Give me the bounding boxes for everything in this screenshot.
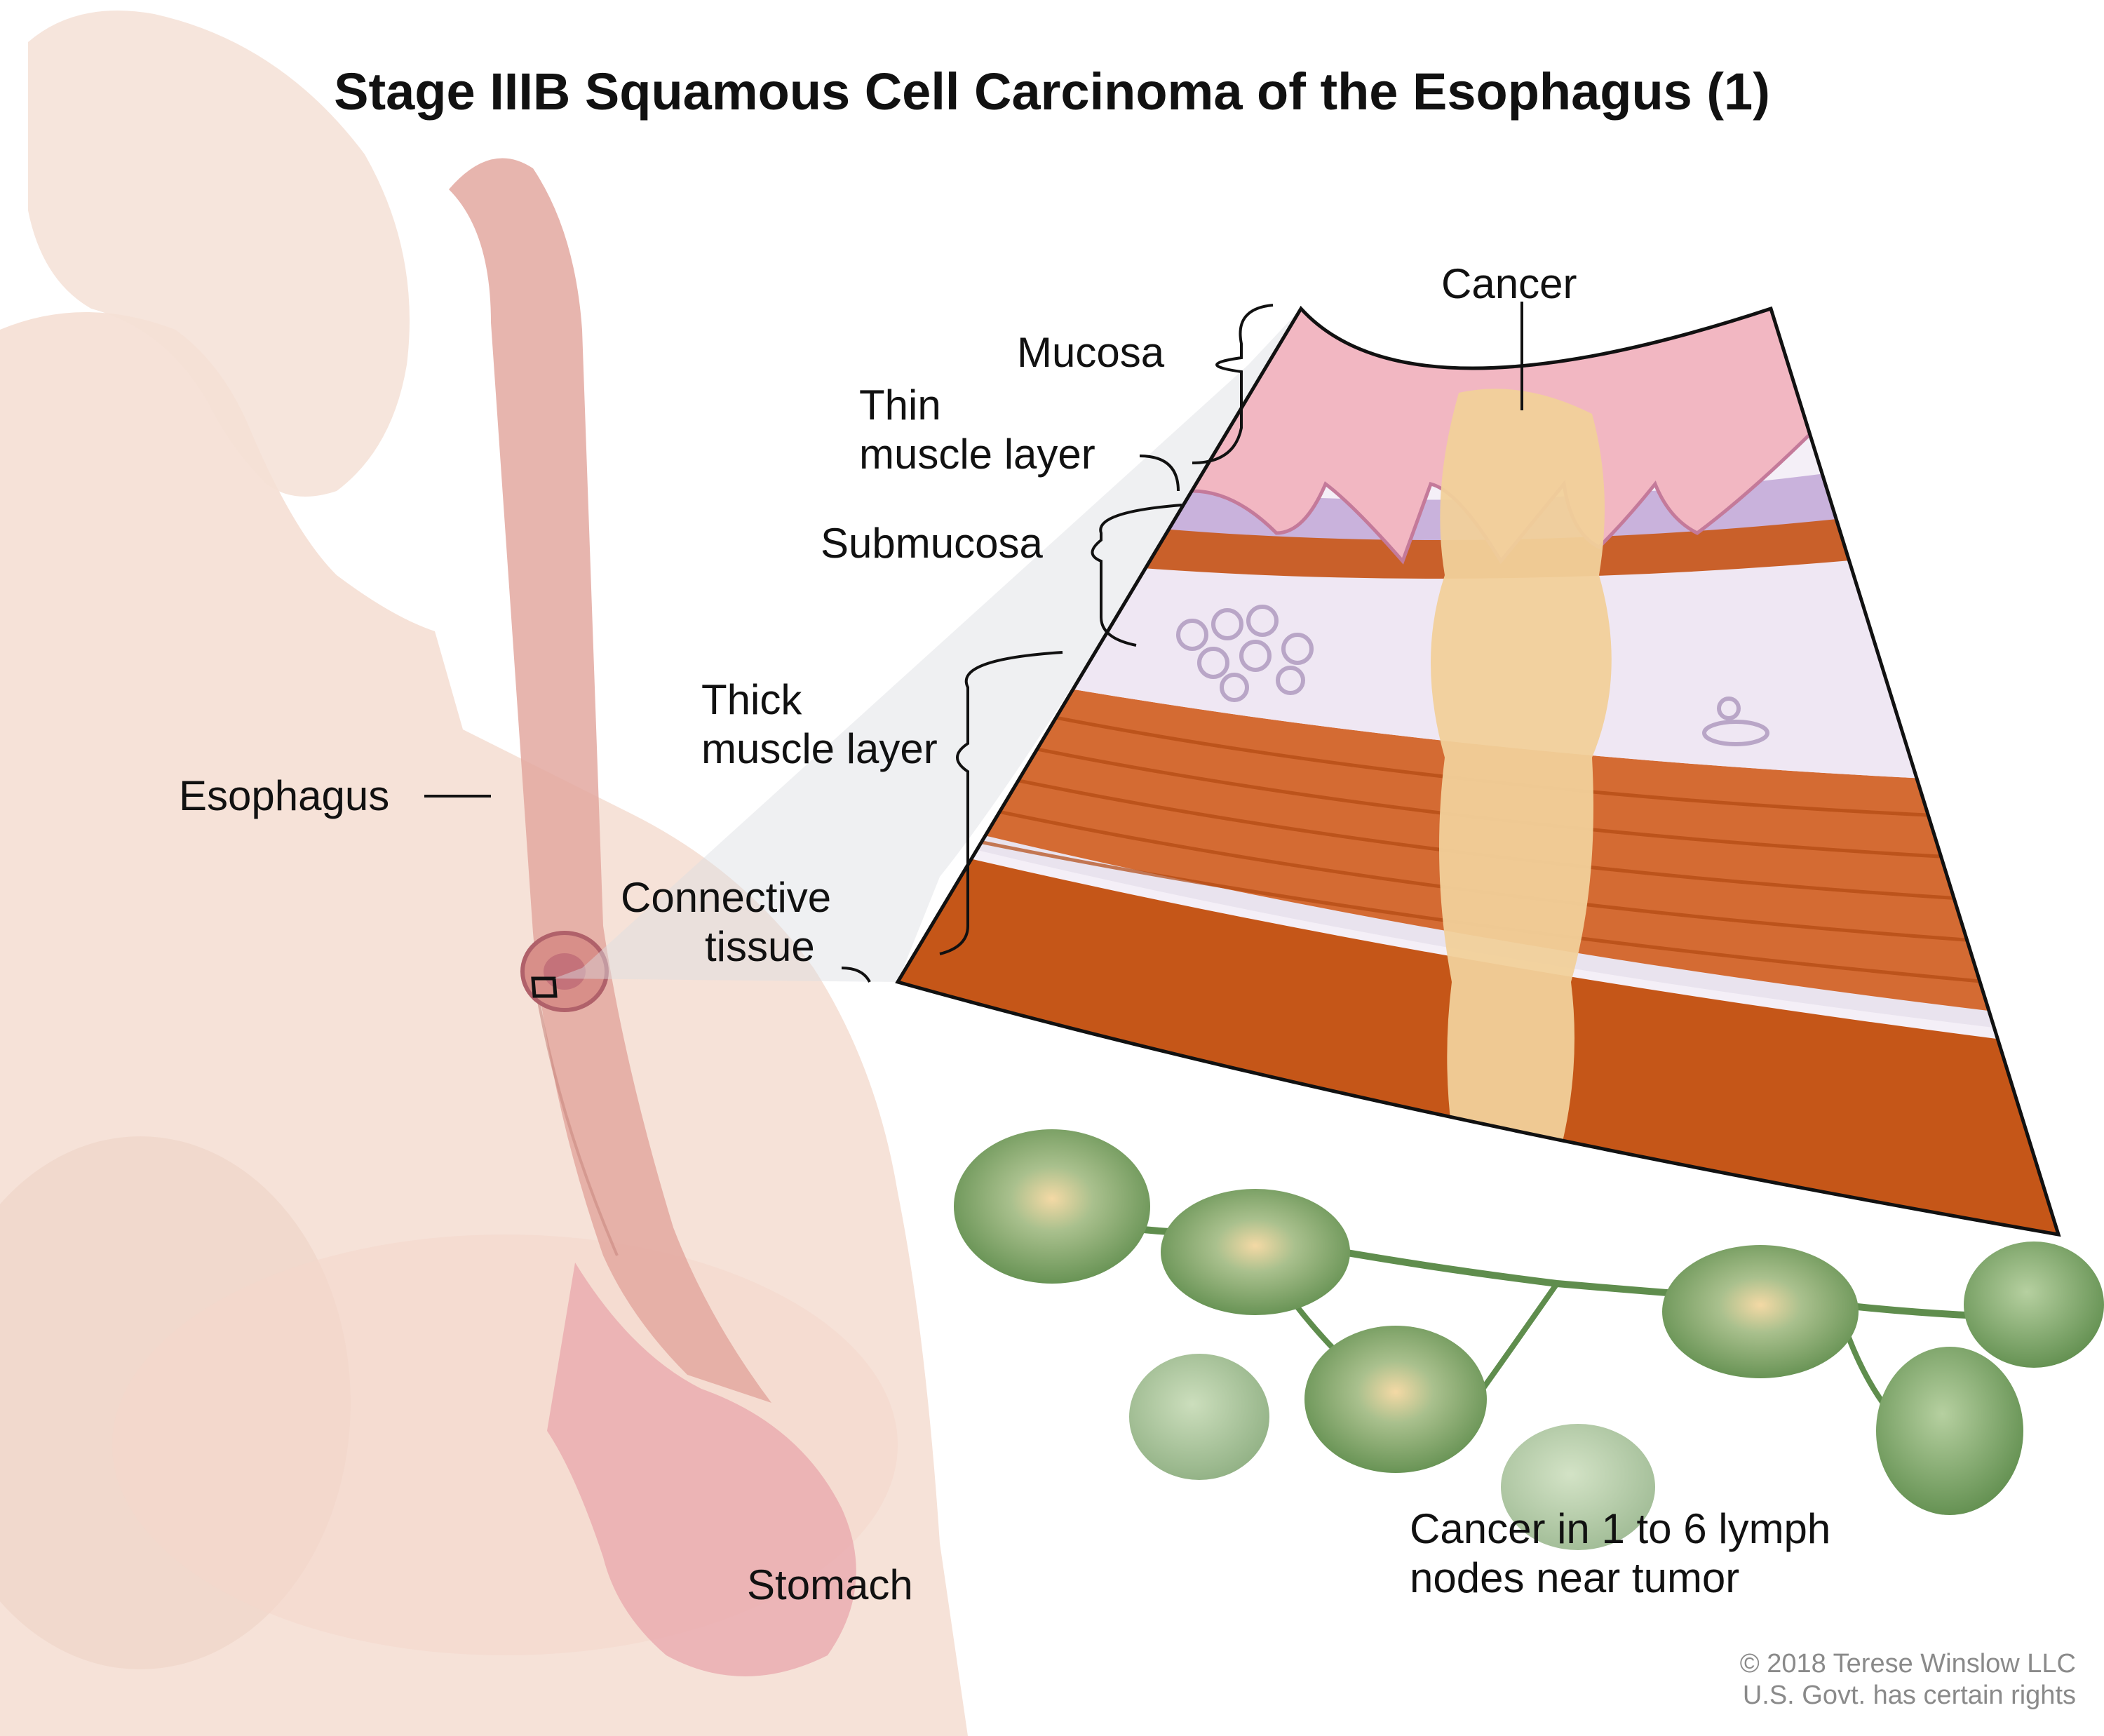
lymph-node	[1662, 1245, 1859, 1378]
label-cancer: Cancer	[1441, 260, 1577, 307]
cross-section-outline	[895, 305, 2061, 1237]
label-thick-muscle-line2: muscle layer	[701, 725, 938, 772]
lymph-node	[1129, 1354, 1269, 1480]
label-mucosa: Mucosa	[1017, 329, 1165, 376]
lymph-nodes	[954, 1129, 2104, 1550]
lymph-node	[954, 1129, 1150, 1284]
label-lymph-line2: nodes near tumor	[1410, 1554, 1740, 1601]
esophagus-tube	[449, 158, 771, 1403]
label-thin-muscle-line2: muscle layer	[859, 431, 1095, 478]
label-esophagus: Esophagus	[179, 772, 390, 819]
label-lymph-line1: Cancer in 1 to 6 lymph	[1410, 1505, 1831, 1552]
label-connective-line2: tissue	[705, 923, 815, 970]
label-submucosa: Submucosa	[821, 520, 1043, 567]
figure-title: Stage IIIB Squamous Cell Carcinoma of th…	[334, 62, 1770, 121]
label-thick-muscle-line1: Thick	[701, 676, 802, 723]
lymph-node	[1964, 1242, 2104, 1368]
label-stomach: Stomach	[747, 1561, 913, 1608]
zoom-projection	[554, 309, 1301, 982]
label-thin-muscle-line1: Thin	[859, 382, 941, 429]
lymph-node	[1876, 1347, 2023, 1515]
lymph-node	[1161, 1189, 1350, 1315]
lymph-node	[1501, 1424, 1655, 1550]
copyright-line2: U.S. Govt. has certain rights	[1742, 1681, 2076, 1710]
leader-lines	[424, 302, 1523, 983]
lymph-node	[1304, 1326, 1487, 1473]
copyright-line1: © 2018 Terese Winslow LLC	[1739, 1649, 2076, 1678]
label-connective-line1: Connective	[621, 874, 832, 921]
